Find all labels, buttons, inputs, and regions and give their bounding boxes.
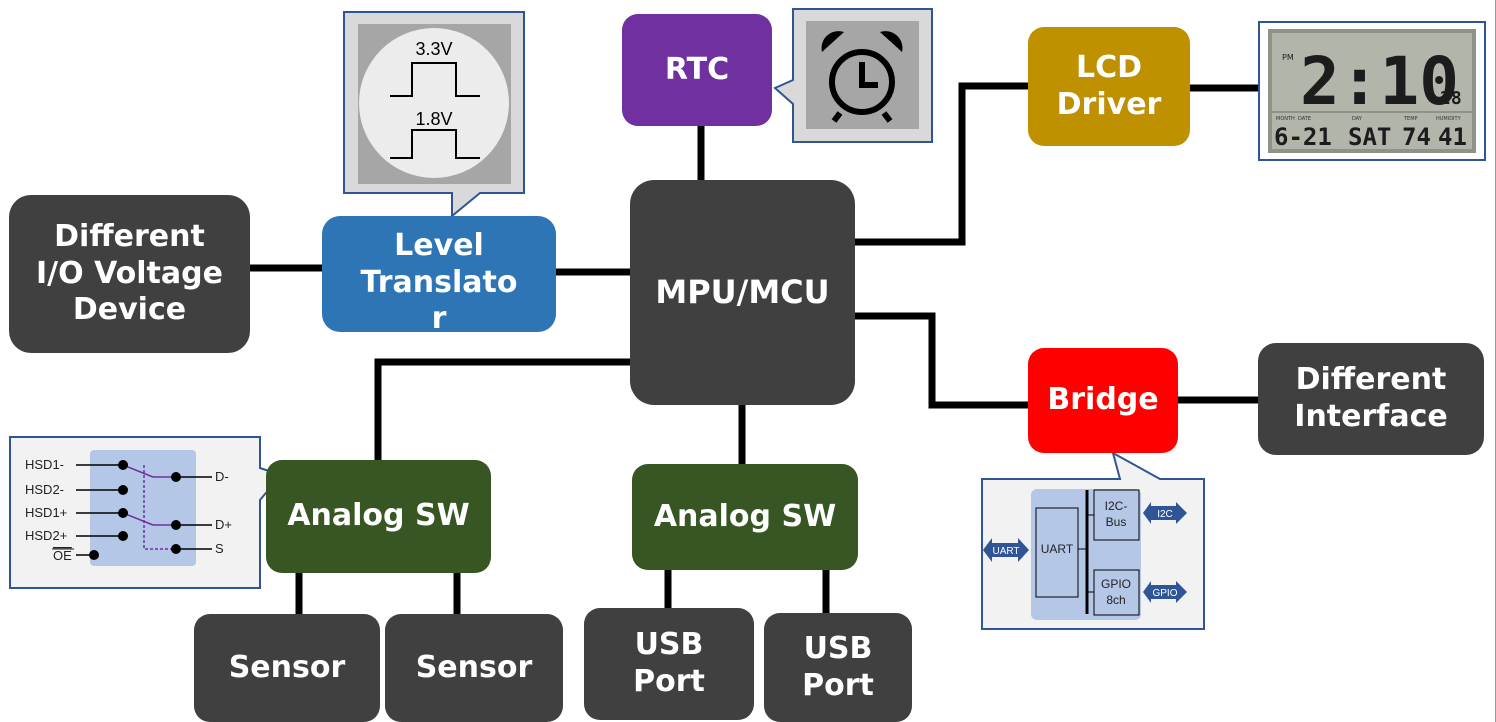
alarm-clock-icon [829,49,895,123]
uart-block-label: UART [1041,542,1074,556]
switch-output-s: S [215,541,224,556]
lcd-date: 6-21 [1274,123,1332,151]
lcd-temp: 74 [1402,123,1431,151]
different-interface-block: Different Interface [1258,343,1484,455]
sensor-label-2: Sensor [415,649,533,685]
i2c-block-label-1: I2C- [1105,499,1128,513]
lcd-label-date: DATE [1298,116,1311,122]
gpio-arrow-label: GPIO [1152,588,1177,599]
different-interface-label-1: Different [1295,362,1447,398]
uart-arrow-label: UART [992,546,1019,557]
i2c-block-label-2: Bus [1106,515,1127,529]
switch-input-oe: OE [53,548,72,563]
different-interface-label-2: Interface [1294,399,1448,434]
lcd-ampm: PM [1282,53,1294,62]
usb-port-1-label-2: Port [633,664,705,699]
level-translator-label-1: Level [394,228,484,263]
sensor-block-2: Sensor [385,614,563,722]
level-translator-label-3: r [431,301,447,332]
lcd-driver-block: LCD Driver [1028,27,1190,146]
usb-port-block-2: USB Port [764,613,912,722]
gpio-block-label-2: 8ch [1106,593,1125,607]
lcd-time: 2:10 [1300,43,1459,120]
lcd-label-day: DAY [1352,116,1363,122]
voltage-low-label: 1.8V [415,109,452,129]
switch-input-hsd1-plus: HSD1+ [25,505,67,520]
switch-output-d-minus: D- [215,469,229,484]
usb-port-block-1: USB Port [584,608,754,720]
lcd-driver-label-1: LCD [1075,49,1143,85]
analog-switch-left-block: Analog SW [266,460,491,573]
lcd-day: SAT [1348,123,1391,151]
switch-input-hsd2-plus: HSD2+ [25,528,67,543]
lcd-driver-label-2: Driver [1056,86,1162,122]
level-translator-label-2: Translato [360,264,518,300]
io-device-label-3: Device [72,292,187,328]
lcd-label-temp: TEMP [1403,116,1418,122]
usb-port-1-label-1: USB [634,627,704,663]
analog-switch-right-block: Analog SW [632,464,858,570]
lcd-label-humidity: HUMIDITY [1436,116,1462,122]
usb-port-2-label-2: Port [802,667,874,703]
analog-switch-left-label: Analog SW [287,498,470,534]
sensor-label-1: Sensor [228,649,346,685]
io-device-label-2: I/O Voltage [36,255,223,291]
switch-input-hsd2-minus: HSD2- [25,482,64,497]
usb-port-2-label-1: USB [803,630,873,666]
lcd-label-month: MONTH [1276,116,1295,122]
sensor-block-1: Sensor [194,614,380,722]
io-voltage-device-block: Different I/O Voltage Device [9,195,250,353]
io-device-label-1: Different [54,219,205,255]
mpu-label: MPU/MCU [655,272,830,311]
bridge-label: Bridge [1047,382,1159,418]
bridge-block: Bridge [1028,348,1178,453]
i2c-arrow-label: I2C [1157,509,1173,520]
lcd-seconds: 28 [1440,88,1462,109]
rtc-block: RTC [622,14,772,126]
switch-output-d-plus: D+ [215,517,232,532]
lcd-humidity: 41 [1438,123,1467,151]
mpu-mcu-block: MPU/MCU [630,180,855,405]
gpio-block-label-1: GPIO [1101,577,1131,591]
rtc-label: RTC [664,51,730,87]
switch-input-hsd1-minus: HSD1- [25,457,64,472]
level-translator-block: Level Translato r [322,216,556,332]
voltage-high-label: 3.3V [415,39,452,59]
analog-switch-right-label: Analog SW [653,498,837,534]
